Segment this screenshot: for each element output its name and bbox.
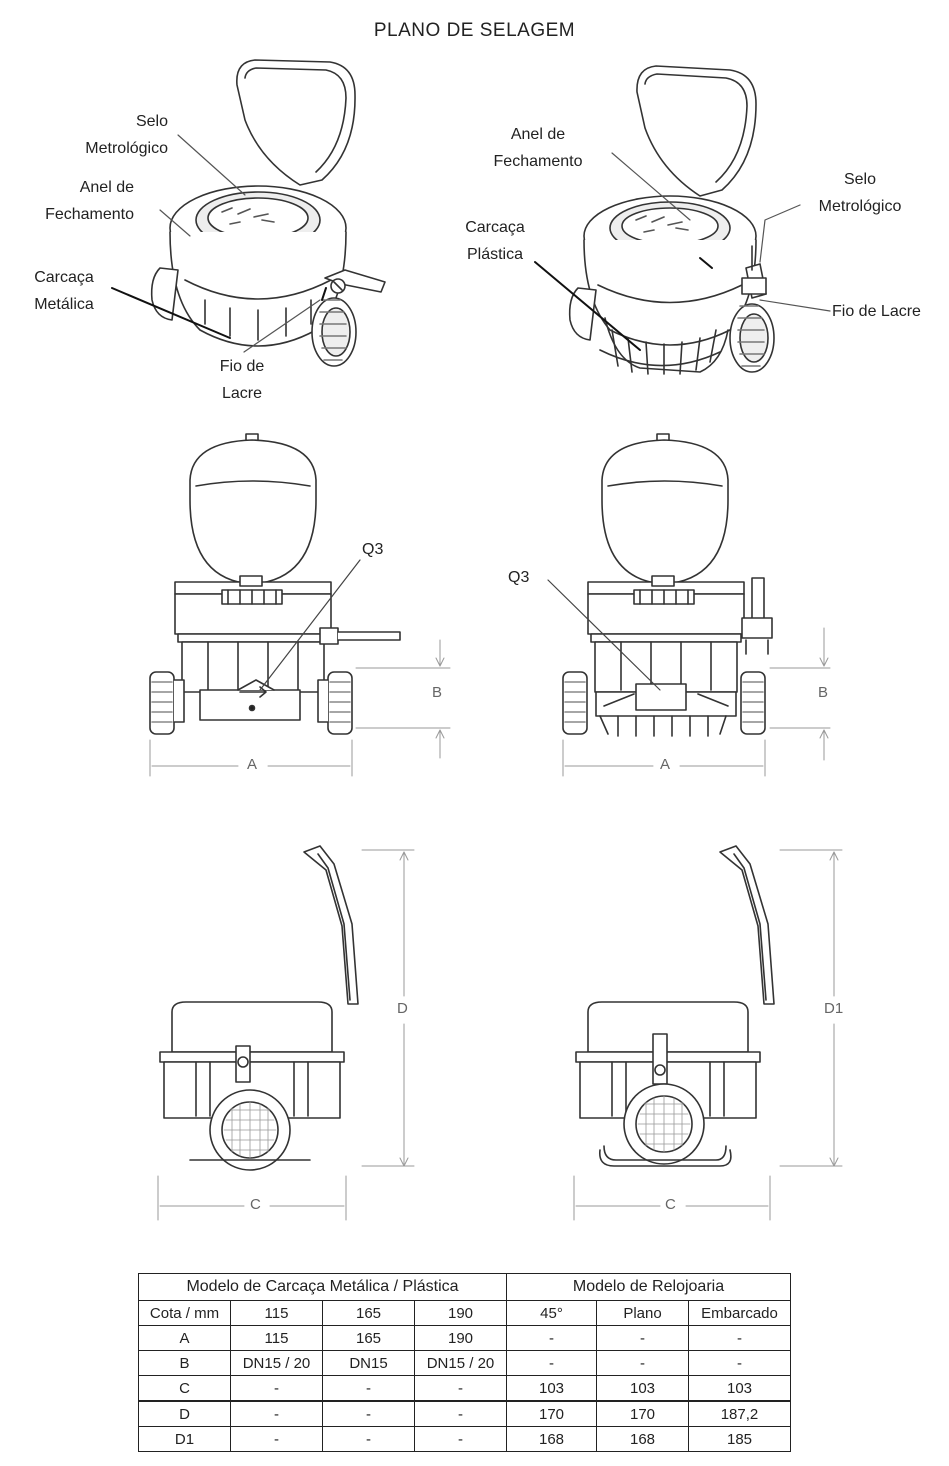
table-cell: 103 [688, 1375, 791, 1402]
label-selo-metrologico: Selo Metrológico [60, 108, 168, 162]
meter-front-view-right [547, 433, 831, 777]
table-cell: A [138, 1325, 231, 1351]
table-header-row: Cota / mm 115 165 190 45° Plano Embarcad… [138, 1300, 791, 1326]
table-cell: - [506, 1325, 597, 1351]
table-cell: 187,2 [688, 1400, 791, 1427]
column-header: Embarcado [688, 1300, 791, 1326]
table-cell: - [414, 1375, 507, 1402]
label-anel-right-line2: Fechamento [493, 153, 583, 170]
label-carcaca-right-line2: Plástica [466, 246, 524, 263]
table-row: C - - - 103 103 103 [138, 1375, 791, 1402]
label-carcaca-metalica: Carcaça Metálica [16, 264, 112, 318]
table-cell: 168 [506, 1426, 597, 1452]
table-cell: - [688, 1325, 791, 1351]
label-anel-right-line1: Anel de [510, 126, 566, 143]
column-header: 115 [230, 1300, 323, 1326]
dimensions-table: Modelo de Carcaça Metálica / Plástica Mo… [138, 1273, 791, 1452]
table-cell: DN15 [322, 1350, 415, 1376]
table-row: B DN15 / 20 DN15 DN15 / 20 - - - [138, 1350, 791, 1376]
table-cell: 170 [506, 1400, 597, 1427]
label-selo-metrologico-right: Selo Metrológico [800, 166, 920, 220]
table-cell: - [230, 1375, 323, 1402]
meter-perspective-metal [111, 59, 386, 367]
dim-a-left: A [247, 756, 258, 773]
table-cell: 103 [596, 1375, 689, 1402]
label-anel-fechamento-right: Anel de Fechamento [488, 121, 588, 175]
table-cell: 168 [596, 1426, 689, 1452]
label-fio-line2: Lacre [221, 385, 263, 402]
dim-c-left: C [250, 1196, 261, 1213]
table-group-header-row: Modelo de Carcaça Metálica / Plástica Mo… [138, 1273, 791, 1301]
label-fio-de-lacre: Fio de Lacre [200, 353, 284, 407]
label-selo-right-line2: Metrológico [818, 198, 902, 215]
dim-b-right: B [818, 684, 829, 701]
label-anel-fechamento: Anel de Fechamento [20, 174, 134, 228]
label-selo-line2: Metrológico [85, 140, 168, 157]
table-cell: - [322, 1375, 415, 1402]
label-selo-line1: Selo [135, 113, 168, 130]
table-cell: - [414, 1426, 507, 1452]
column-header: 190 [414, 1300, 507, 1326]
table-cell: D [138, 1400, 231, 1427]
label-carcaca-plastica: Carcaça Plástica [452, 214, 538, 268]
table-cell: - [596, 1325, 689, 1351]
label-carcaca-right-line1: Carcaça [465, 219, 525, 236]
label-carcaca-line2: Metálica [34, 296, 94, 313]
table-cell: 170 [596, 1400, 689, 1427]
dim-a-right: A [660, 756, 671, 773]
label-anel-line2: Fechamento [45, 206, 134, 223]
table-cell: 190 [414, 1325, 507, 1351]
label-anel-line1: Anel de [79, 179, 134, 196]
table-cell: DN15 / 20 [230, 1350, 323, 1376]
group-header-relojoaria: Modelo de Relojoaria [506, 1273, 791, 1301]
meter-perspective-plastic [534, 65, 831, 375]
table-cell: 185 [688, 1426, 791, 1452]
table-cell: - [596, 1350, 689, 1376]
table-cell: - [688, 1350, 791, 1376]
label-carcaca-line1: Carcaça [34, 269, 94, 286]
table-cell: C [138, 1375, 231, 1402]
table-cell: B [138, 1350, 231, 1376]
label-q3-right: Q3 [508, 569, 530, 586]
meter-front-view-left [149, 433, 451, 777]
table-cell: - [230, 1400, 323, 1427]
column-header: 165 [322, 1300, 415, 1326]
column-header: 45° [506, 1300, 597, 1326]
table-cell: 165 [322, 1325, 415, 1351]
page-title: PLANO DE SELAGEM [373, 20, 576, 41]
table-cell: - [414, 1400, 507, 1427]
label-selo-right-line1: Selo [843, 171, 877, 188]
meter-side-view-left [157, 845, 415, 1221]
table-row: D - - - 170 170 187,2 [138, 1400, 791, 1427]
dim-c-right: C [665, 1196, 676, 1213]
label-fio-de-lacre-right: Fio de Lacre [832, 303, 921, 320]
table-cell: 103 [506, 1375, 597, 1402]
table-cell: - [322, 1426, 415, 1452]
table-cell: - [230, 1426, 323, 1452]
meter-side-view-right [573, 845, 843, 1221]
column-header: Cota / mm [138, 1300, 231, 1326]
table-row: A 115 165 190 - - - [138, 1325, 791, 1351]
column-header: Plano [596, 1300, 689, 1326]
table-cell: - [506, 1350, 597, 1376]
table-cell: DN15 / 20 [414, 1350, 507, 1376]
label-q3-left: Q3 [362, 541, 384, 558]
table-cell: 115 [230, 1325, 323, 1351]
dim-d: D [397, 1000, 408, 1017]
dim-d1: D1 [824, 1000, 844, 1017]
group-header-carcaca: Modelo de Carcaça Metálica / Plástica [138, 1273, 507, 1301]
table-cell: D1 [138, 1426, 231, 1452]
dim-b-left: B [432, 684, 443, 701]
table-cell: - [322, 1400, 415, 1427]
label-fio-line1: Fio de [219, 358, 265, 375]
table-row: D1 - - - 168 168 185 [138, 1426, 791, 1452]
